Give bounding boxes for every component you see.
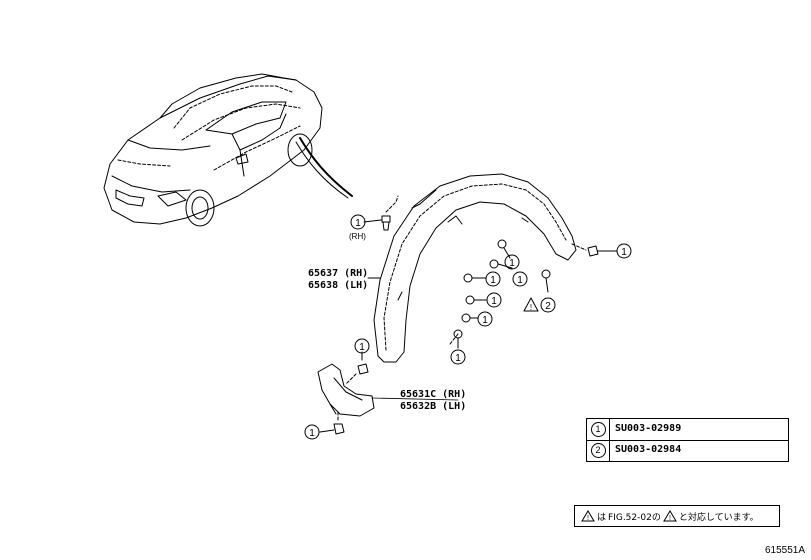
- callout-1: 1: [355, 218, 361, 229]
- car-illustration: [103, 73, 353, 227]
- warning-triangle-icon: !: [662, 510, 677, 522]
- callout-circles: [304, 214, 632, 440]
- callout-1: 1: [455, 353, 461, 364]
- figure-id: 615551A: [764, 545, 805, 556]
- legend-code: SU003-02989: [615, 423, 682, 434]
- note-prefix: は: [597, 512, 607, 523]
- legend-symbol: 1: [590, 422, 606, 437]
- part-number-65631c: 65631C (RH): [400, 389, 467, 400]
- legend-symbol: 2: [590, 443, 606, 458]
- fasteners: [319, 195, 618, 435]
- legend-table: 1 SU003-02989 2 SU003-02984: [586, 418, 789, 462]
- note-reference: FIG.52-02の: [608, 512, 661, 523]
- part-number-65638: 65638 (LH): [308, 280, 369, 291]
- svg-text:!: !: [669, 515, 671, 522]
- legend-row: 1 SU003-02989: [587, 419, 788, 441]
- callout-1: 1: [482, 315, 488, 326]
- legend-code: SU003-02984: [615, 444, 682, 455]
- callout-1: 1: [359, 342, 365, 353]
- bracket-part: [317, 363, 375, 417]
- note-suffix: と対応しています。: [678, 512, 759, 523]
- warning-triangle-icon: !: [581, 510, 595, 522]
- callout-2: 2: [545, 301, 551, 312]
- svg-text:!: !: [587, 515, 589, 522]
- callout-1: 1: [309, 428, 315, 439]
- callout-1: 1: [490, 275, 496, 286]
- legend-row: 2 SU003-02984: [587, 440, 788, 461]
- callout-1: 1: [621, 247, 627, 258]
- part-number-65632b: 65632B (LH): [400, 401, 467, 412]
- fender-liner-part: [373, 173, 577, 363]
- part-number-65637: 65637 (RH): [308, 268, 369, 279]
- note-box: ! は FIG.52-02の ! と対応しています。: [574, 505, 780, 527]
- rh-note: (RH): [349, 232, 366, 241]
- warning-mark: !: [530, 303, 532, 312]
- callout-1: 1: [491, 296, 497, 307]
- callout-1: 1: [509, 258, 515, 269]
- callout-1: 1: [517, 275, 523, 286]
- callout-numbers: 1 1 1 1 1 1 1 1 1 1 2 !: [309, 218, 627, 439]
